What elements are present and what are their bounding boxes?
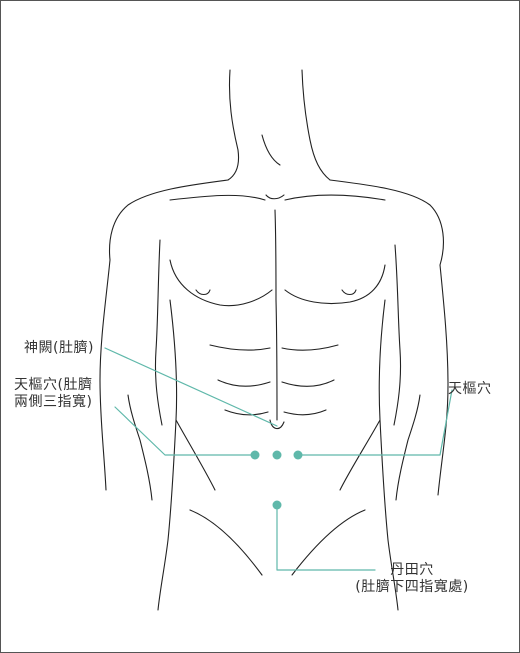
label-tianshu-right: 天樞穴 <box>448 381 492 398</box>
label-dantian-line1: 丹田穴 <box>332 562 492 579</box>
abs-row-2-right <box>282 380 334 386</box>
clavicle-right <box>285 195 385 200</box>
shoulder-right <box>330 180 443 265</box>
label-tianshu-left: 天樞穴(肚臍 兩側三指寬) <box>14 377 92 411</box>
pectoral-left <box>170 260 272 306</box>
nipple-right <box>342 290 356 295</box>
arm-right-inner <box>394 245 401 425</box>
label-tianshu-left-line2: 兩側三指寬) <box>14 394 92 411</box>
abs-row-3-right <box>284 410 326 415</box>
sternum-notch <box>266 195 284 199</box>
leader-shenque <box>105 348 277 426</box>
acupoint-dantian-marker <box>273 501 282 510</box>
leader-tianshu-right <box>298 390 452 455</box>
neck-outline-right <box>302 70 330 180</box>
pectoral-right <box>285 265 385 304</box>
acupoint-shenque-marker <box>273 451 282 460</box>
acupoint-tianshu-right-marker <box>294 451 303 460</box>
throat-line <box>262 135 280 165</box>
label-dantian: 丹田穴 (肚臍下四指寬處) <box>332 562 492 596</box>
forearm-right <box>396 395 420 500</box>
abs-row-1-left <box>210 345 270 350</box>
neck-outline-left <box>228 70 239 180</box>
sternum-line <box>275 210 276 300</box>
label-tianshu-left-line1: 天樞穴(肚臍 <box>14 377 92 394</box>
leader-dantian <box>277 505 375 570</box>
arm-left-outer <box>100 260 110 490</box>
acupoint-tianshu-left-marker <box>251 451 260 460</box>
abs-row-2-left <box>218 380 270 386</box>
clavicle-left <box>170 195 265 200</box>
abs-row-1-right <box>282 345 338 350</box>
forearm-left <box>128 395 152 500</box>
linea-alba <box>276 300 277 420</box>
pelvis-left <box>190 510 262 575</box>
arm-right-outer <box>438 265 448 495</box>
nipple-left <box>196 290 210 295</box>
arm-left-inner <box>155 240 162 425</box>
leader-tianshu-left <box>115 407 255 455</box>
label-dantian-line2: (肚臍下四指寬處) <box>332 579 492 596</box>
label-shenque: 神闕(肚臍) <box>24 340 94 357</box>
shoulder-left <box>110 180 228 260</box>
